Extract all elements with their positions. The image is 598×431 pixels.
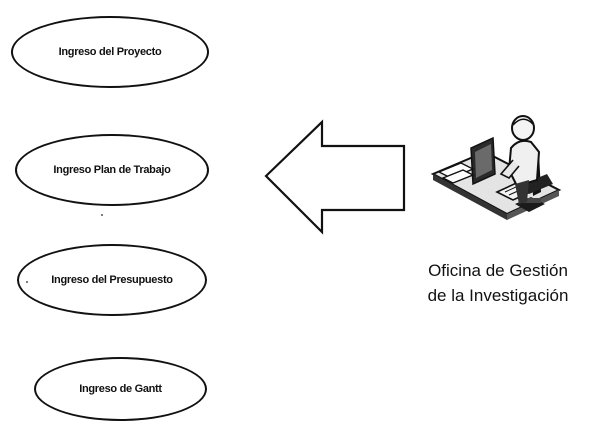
computer-workstation-user-icon: [430, 115, 562, 220]
use-case-ingreso-de-gantt: Ingreso de Gantt: [34, 357, 207, 421]
use-case-ingreso-plan-de-trabajo: Ingreso Plan de Trabajo: [15, 134, 209, 206]
actor-label: Oficina de Gestión de la Investigación: [398, 258, 598, 308]
use-case-label: Ingreso del Presupuesto: [51, 274, 173, 286]
use-case-label: Ingreso del Proyecto: [58, 46, 162, 58]
use-case-ingreso-del-proyecto: Ingreso del Proyecto: [11, 16, 209, 88]
use-case-label: Ingreso Plan de Trabajo: [53, 164, 171, 176]
scan-speck: [26, 281, 28, 283]
arrow-left-outline-icon: [264, 119, 406, 235]
use-case-label: Ingreso de Gantt: [79, 383, 162, 395]
actor-label-line-2: de la Investigación: [427, 286, 569, 305]
scan-speck: [101, 214, 103, 216]
use-case-ingreso-del-presupuesto: Ingreso del Presupuesto: [17, 244, 207, 316]
actor-label-line-1: Oficina de Gestión: [428, 261, 568, 280]
